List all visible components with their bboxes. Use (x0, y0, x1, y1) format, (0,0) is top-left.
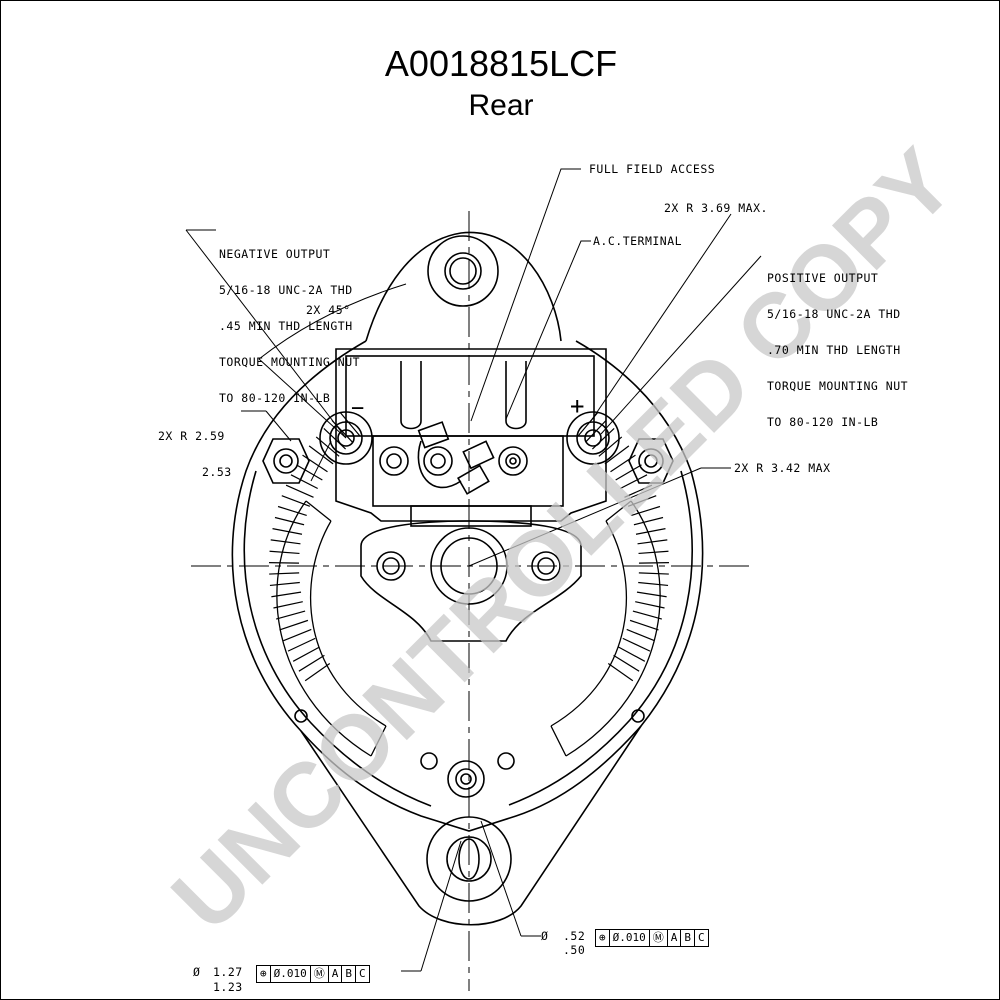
vent-slot (283, 628, 312, 642)
vent-slot (598, 436, 623, 457)
vent-slot (269, 550, 300, 555)
side-stud-left (262, 438, 310, 484)
vent-slot (633, 516, 664, 526)
top-mount-hole (444, 252, 482, 290)
vent-slot (604, 445, 630, 465)
vent-slot (269, 572, 300, 575)
bottom-stud (294, 709, 645, 798)
drawing-title: A0018815LCF (384, 43, 618, 84)
vent-slot (637, 539, 668, 545)
large-hole-upper: 1.27 (213, 965, 243, 979)
vent-slot (281, 495, 311, 507)
top-mount-hole-outer (427, 235, 499, 307)
vent-slot (279, 619, 309, 631)
vent-slot (273, 601, 303, 609)
vent-slot (635, 528, 666, 535)
vent-slot (302, 454, 328, 473)
vent-slot (629, 619, 659, 631)
vent-slot (638, 550, 669, 555)
negative-terminal (319, 411, 373, 465)
drawing-subtitle: Rear (468, 89, 534, 122)
vent-slot (591, 427, 615, 450)
vent-slot (610, 454, 636, 473)
vent-slot (304, 663, 331, 682)
vent-slot (613, 654, 640, 672)
vent-slot (618, 646, 646, 662)
positive-terminal (566, 411, 620, 465)
label-negative-output: NEGATIVE OUTPUT 5/16-18 UNC-2A THD .45 M… (219, 247, 361, 405)
label-radius-369: 2X R 3.69 MAX. (664, 201, 768, 215)
diode-studs (379, 421, 528, 495)
vent-slot (339, 412, 361, 437)
vent-slot (296, 464, 323, 481)
center-shaft-outer (430, 527, 508, 605)
vent-slot (635, 601, 665, 609)
label-ac-terminal: A.C.TERMINAL (593, 234, 683, 248)
vent-slot (620, 474, 648, 490)
center-shaft (440, 537, 498, 595)
centerlines (191, 211, 751, 991)
vent-slot (636, 591, 667, 598)
lower-lobe (300, 725, 642, 926)
housing-inner (243, 470, 432, 807)
center-boss (360, 520, 582, 642)
label-radius-342: 2X R 3.42 MAX (734, 461, 831, 475)
vent-slot (272, 528, 303, 535)
small-hole-lower: .50 (563, 943, 586, 957)
small-hole-fcf: ⊕ Ø.010 Ⓜ A B C (595, 929, 709, 947)
vent-slot (624, 484, 653, 498)
vent-slot (638, 572, 669, 575)
plus-symbol: + (570, 392, 585, 420)
vent-slot (298, 654, 325, 672)
vent-slot (638, 562, 669, 564)
label-full-field-access: FULL FIELD ACCESS (589, 162, 716, 176)
small-hole-diameter-symbol: Ø (541, 929, 549, 943)
vent-slots-left (276, 500, 387, 757)
small-hole-upper: .52 (563, 929, 586, 943)
large-hole-fcf: ⊕ Ø.010 Ⓜ A B C (256, 965, 370, 983)
side-stud-right (628, 438, 674, 484)
vent-slot (270, 539, 301, 545)
vent-slot (615, 464, 642, 481)
vent-slot (292, 646, 320, 662)
bottom-mount-outer (426, 816, 512, 902)
vent-slot (276, 610, 306, 620)
vent-slots-right (550, 500, 661, 757)
label-radius-259: 2X R 2.59 2.53 (158, 429, 232, 479)
vent-slot (269, 581, 300, 587)
vent-slot (622, 637, 651, 652)
vent-slot (585, 419, 607, 443)
minus-symbol: − (351, 396, 365, 421)
vent-slot (287, 637, 316, 652)
top-ear (365, 231, 562, 342)
vent-slot (308, 445, 334, 465)
housing-outline (231, 340, 704, 832)
label-angle: 2X 45° (306, 303, 351, 317)
vent-slot (627, 495, 657, 507)
bottom-mount-hole (446, 836, 492, 882)
vent-slot (323, 427, 347, 450)
vent-slot (631, 505, 661, 516)
vent-slot (626, 628, 655, 642)
vent-slot (632, 610, 662, 620)
vent-slot (269, 562, 300, 564)
vent-slot (638, 581, 669, 587)
large-hole-lower: 1.23 (213, 980, 243, 994)
vent-slot (290, 474, 318, 490)
vent-slot (274, 516, 305, 526)
vent-slot (277, 505, 307, 516)
leader-lines (185, 168, 762, 972)
label-positive-output: POSITIVE OUTPUT 5/16-18 UNC-2A THD .70 M… (767, 271, 909, 429)
vent-slot (271, 591, 302, 598)
vent-slot (607, 663, 634, 682)
large-hole-diameter-symbol: Ø (193, 965, 201, 979)
vent-slot (285, 484, 314, 498)
